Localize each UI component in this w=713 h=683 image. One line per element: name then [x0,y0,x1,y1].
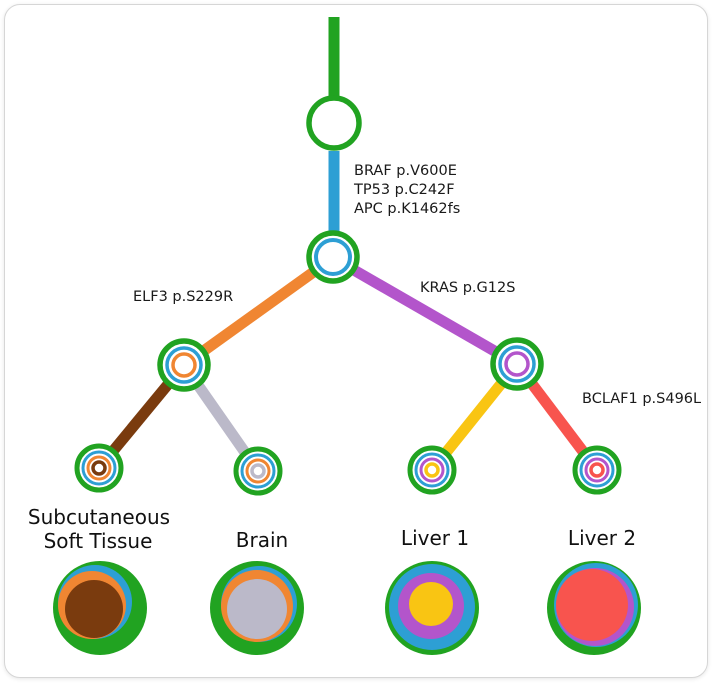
mutation-labels: BRAF p.V600E TP53 p.C242F APC p.K1462fs … [133,163,701,407]
node-root-ring-green [306,95,362,151]
node-leaf-liver1 [407,445,457,495]
liver2-branch-mutation: BCLAF1 p.S496L [582,391,701,407]
node-leaf-liver2 [572,445,622,495]
node-internal-trunk [306,230,360,284]
node-leaf-subcutaneous [74,443,124,493]
leaf-sst-ring-brown [91,460,107,476]
node-left-ring-orange [171,352,197,378]
label-liver1: Liver 1 [401,526,469,550]
node-trunk-ring-blue [314,238,352,276]
pie-liver2 [547,561,641,655]
trunk-mutation-3: APC p.K1462fs [354,201,460,217]
node-internal-right [490,337,544,391]
node-internal-left [157,338,211,392]
pie-brain-gray [227,579,287,639]
branch-orange-left [180,253,337,370]
pie-brain [210,561,304,655]
label-subcutaneous-line1: Subcutaneous [28,505,170,529]
node-leaf-brain [233,446,283,496]
left-branch-mutation: ELF3 p.S229R [133,289,233,305]
pie-liver1-yellow [409,582,453,626]
node-root [306,95,362,151]
trunk-mutation-1: BRAF p.V600E [354,163,457,179]
sample-labels: Subcutaneous Soft Tissue Brain Liver 1 L… [28,505,636,553]
trunk-mutation-2: TP53 p.C242F [353,182,455,198]
pie-liver1 [385,561,479,655]
leaf-liver2-ring-red [589,462,605,478]
pie-liver2-red [556,569,628,641]
leaf-liver1-ring-yellow [424,462,440,478]
leaf-brain-ring-gray [250,463,266,479]
branch-purple-right [330,253,520,369]
pie-subcutaneous [53,561,147,655]
label-liver2: Liver 2 [568,526,636,550]
pie-sst-brown [65,580,123,638]
right-branch-mutation: KRAS p.G12S [420,280,515,296]
node-right-ring-purple [504,351,530,377]
label-brain: Brain [236,528,288,552]
label-subcutaneous-line2: Soft Tissue [44,529,153,553]
